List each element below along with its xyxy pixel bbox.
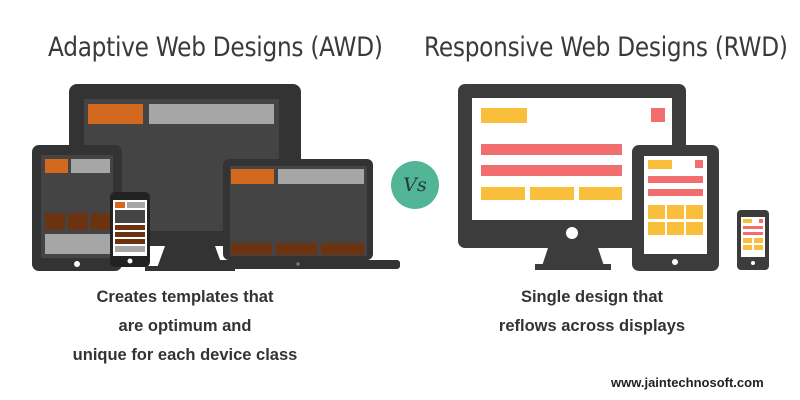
awd-devices [32, 84, 400, 271]
vs-badge: Vs [391, 161, 439, 209]
awd-tablet-icon [32, 145, 122, 271]
adaptive-title: Adaptive Web Designs (AWD) [48, 32, 383, 63]
adaptive-description-line: Creates templates that [96, 288, 274, 306]
awd-phone-icon [110, 192, 150, 267]
adaptive-description: Creates templates that are optimum and u… [35, 283, 335, 370]
responsive-description-line: Single design that [520, 288, 664, 306]
responsive-title: Responsive Web Designs (RWD) [424, 32, 788, 63]
responsive-description-line: reflows across displays [498, 317, 686, 335]
responsive-description: Single design that reflows across displa… [462, 283, 722, 341]
adaptive-description-line: unique for each device class [72, 346, 298, 364]
awd-laptop-icon [195, 159, 400, 269]
rwd-tablet-icon [632, 145, 719, 271]
website-url: www.jaintechnosoft.com [611, 375, 764, 390]
rwd-devices [458, 84, 769, 271]
rwd-phone-icon [737, 210, 769, 270]
adaptive-description-line: are optimum and [118, 317, 252, 335]
